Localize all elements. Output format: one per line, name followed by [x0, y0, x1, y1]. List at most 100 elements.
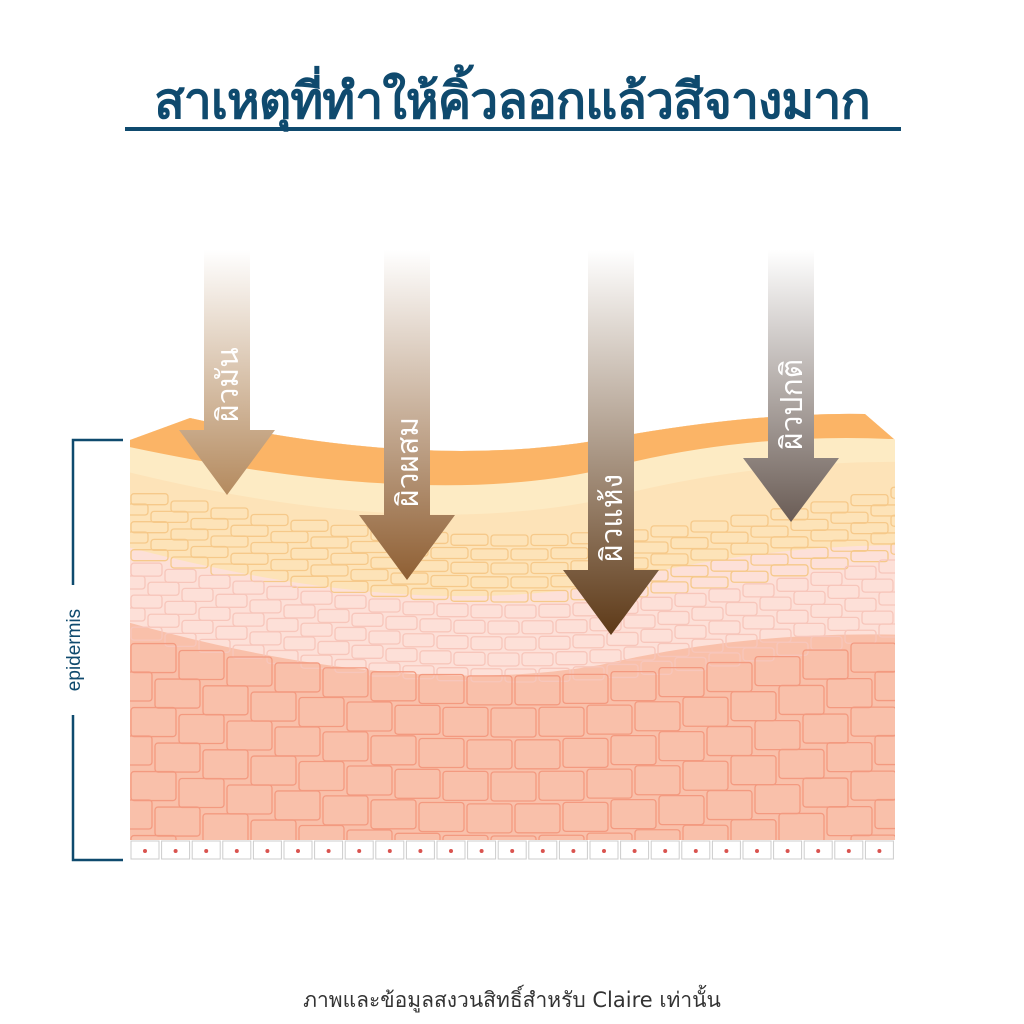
skin-cell — [232, 644, 265, 659]
skin-cell — [130, 521, 169, 534]
skin-cell — [232, 612, 265, 627]
skin-cell — [487, 620, 520, 635]
skin-cell — [802, 649, 849, 680]
arrow-label: ผิวผสม — [391, 417, 426, 507]
skin-cell — [170, 556, 209, 569]
skin-cell — [322, 859, 369, 860]
skin-cell — [202, 749, 249, 780]
skin-cell — [198, 574, 231, 590]
skin-cell — [826, 741, 873, 773]
skin-cell — [674, 592, 707, 608]
skin-cell — [899, 764, 944, 793]
skin-cell — [283, 604, 316, 619]
skin-cell — [164, 632, 197, 648]
cell-nucleus — [387, 849, 392, 853]
skin-cell — [130, 607, 146, 622]
skin-cell — [610, 734, 657, 766]
skin-cell — [466, 739, 513, 770]
skin-cell — [290, 547, 329, 560]
skin-cell — [250, 755, 297, 786]
skin-cell — [310, 564, 349, 577]
skin-cell — [759, 628, 792, 643]
skin-cell — [150, 510, 189, 524]
skin-cell — [470, 576, 509, 589]
skin-cell — [418, 673, 465, 705]
arrow-label: ผิวปกติ — [775, 359, 810, 450]
skin-cell — [215, 625, 248, 640]
skin-cell — [150, 538, 189, 552]
skin-cell — [250, 691, 297, 722]
skin-cell — [610, 670, 657, 702]
skin-cell — [210, 535, 249, 548]
cell-nucleus — [540, 849, 545, 853]
skin-cell — [290, 575, 329, 588]
skin-cell — [538, 635, 571, 650]
skin-cell — [91, 514, 128, 525]
skin-cell — [274, 790, 321, 821]
skin-cell — [606, 663, 639, 679]
skin-cell — [371, 864, 416, 893]
skin-cell — [385, 647, 418, 663]
skin-cell — [515, 868, 560, 897]
skin-cell — [776, 577, 809, 592]
skin-cell — [270, 558, 309, 572]
page-title: สาเหตุที่ทำให้คิ้วลอกแล้วสีจางมาก — [154, 72, 871, 130]
skin-cell — [300, 590, 333, 605]
skin-cell — [850, 642, 895, 673]
skin-cell — [623, 646, 656, 661]
skin-cell — [334, 658, 367, 674]
skin-cell — [658, 858, 705, 860]
skin-cell — [322, 795, 369, 826]
skin-cell — [682, 696, 729, 727]
skin-cell — [83, 700, 128, 729]
skin-cell — [670, 536, 709, 550]
skin-cell — [850, 493, 889, 507]
skin-cell — [351, 644, 384, 659]
cell-nucleus — [510, 849, 515, 853]
skin-cell — [504, 636, 537, 651]
skin-cell — [298, 696, 345, 728]
skin-cell — [778, 684, 825, 716]
cell-nucleus — [357, 849, 362, 853]
skin-cell — [530, 533, 569, 547]
cell-nucleus — [449, 849, 453, 853]
skin-cell — [634, 701, 681, 732]
skin-cell — [394, 704, 441, 735]
skin-cell — [504, 604, 537, 619]
arrow-label: ผิวมัน — [211, 347, 246, 422]
skin-cell — [844, 597, 877, 612]
skin-cell — [514, 675, 561, 706]
skin-cell — [750, 553, 789, 566]
arrow-4: ผิวปกติ — [743, 250, 839, 522]
title-underline — [125, 127, 901, 131]
skin-cell — [130, 594, 163, 609]
skin-cell — [640, 596, 673, 611]
skin-cell — [83, 636, 128, 665]
skin-cell — [178, 777, 225, 809]
skin-cell — [810, 635, 843, 651]
skin-cell — [710, 559, 749, 572]
skin-cell — [490, 707, 537, 738]
skin-cell — [826, 805, 873, 837]
skin-cell — [130, 493, 169, 506]
skin-cell — [250, 513, 289, 527]
skin-cell — [430, 546, 469, 560]
skin-cell — [725, 601, 758, 617]
cell-nucleus — [204, 849, 209, 853]
skin-cell — [674, 624, 707, 640]
skin-cell — [130, 735, 153, 766]
cell-nucleus — [663, 849, 668, 853]
skin-cell — [899, 828, 944, 857]
skin-cell — [453, 651, 486, 666]
down-arrow-icon — [179, 250, 275, 495]
skin-cell — [793, 590, 826, 606]
skin-cell — [589, 649, 622, 664]
arrow-2: ผิวผสม — [359, 250, 455, 580]
skin-cell — [572, 666, 605, 681]
skin-cell — [770, 564, 809, 577]
skin-cell — [290, 519, 329, 532]
skin-cell — [750, 525, 789, 538]
skin-cell — [368, 598, 401, 613]
skin-cell — [690, 548, 729, 561]
skin-cell — [670, 564, 709, 578]
